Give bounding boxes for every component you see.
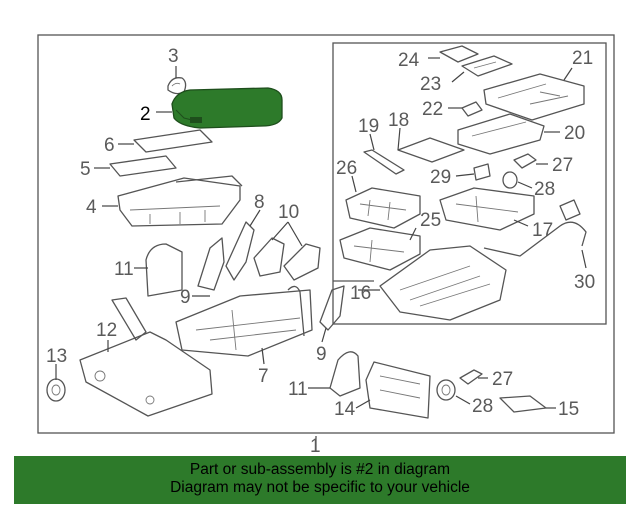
part-20-plate xyxy=(457,113,545,155)
part-27-upper-clip xyxy=(513,153,537,169)
callout-2: 2 xyxy=(140,104,151,125)
leader-lines xyxy=(55,57,587,452)
callout-7: 7 xyxy=(258,366,269,387)
part-11-lower-bracket xyxy=(329,351,361,397)
callout-10: 10 xyxy=(278,202,299,223)
part-12-base xyxy=(79,297,213,417)
callout-6: 6 xyxy=(104,135,115,156)
callout-27-lower: 27 xyxy=(492,369,513,390)
info-banner: Part or sub-assembly is #2 in diagram Di… xyxy=(14,456,626,504)
part-14-panel xyxy=(365,361,431,419)
callout-18: 18 xyxy=(388,110,409,131)
callout-11-lower: 11 xyxy=(288,379,308,400)
callout-14: 14 xyxy=(334,399,356,420)
callout-4: 4 xyxy=(86,197,97,218)
callout-20: 20 xyxy=(564,123,585,144)
part-21-lid-frame xyxy=(483,73,585,121)
part-11-bracket xyxy=(145,243,183,297)
part-5-mat xyxy=(109,155,177,177)
part-24-mat xyxy=(439,45,479,63)
callout-11-upper: 11 xyxy=(114,259,134,280)
callout-28-lower: 28 xyxy=(472,396,493,417)
callout-12: 12 xyxy=(96,320,117,341)
part-6-pad xyxy=(133,129,213,153)
part-8-bracket xyxy=(225,221,255,281)
callout-27-upper: 27 xyxy=(552,155,573,176)
banner-line-1: Part or sub-assembly is #2 in diagram xyxy=(189,461,451,478)
part-10-bracket-left xyxy=(253,237,285,277)
part-28-upper-ring xyxy=(502,171,518,189)
callout-30: 30 xyxy=(574,272,595,293)
callout-24: 24 xyxy=(398,50,420,71)
part-9-lower-bracket xyxy=(319,285,345,331)
part-27-lower-clip xyxy=(459,369,483,385)
part-4-bin xyxy=(117,175,243,227)
callout-23: 23 xyxy=(420,74,441,95)
part-15-tray xyxy=(499,395,547,413)
part-28-lower-ring xyxy=(436,379,456,401)
part-23-insert xyxy=(461,55,513,77)
part-10-bracket-right xyxy=(283,243,321,281)
callout-16: 16 xyxy=(350,283,371,304)
callout-8: 8 xyxy=(254,192,265,213)
part-26-tray xyxy=(345,187,421,229)
callout-25: 25 xyxy=(420,210,441,231)
part-25-tray xyxy=(339,227,421,271)
highlighted-part-2 xyxy=(171,87,283,129)
callout-21: 21 xyxy=(572,48,593,69)
callout-29: 29 xyxy=(430,167,451,188)
part-17-bin xyxy=(439,187,535,231)
part-13-knob xyxy=(46,378,66,402)
part-7-frame xyxy=(175,285,313,357)
callout-1: 1 xyxy=(310,436,321,457)
part-3-cap xyxy=(167,77,187,95)
part-16-housing xyxy=(379,245,507,321)
part-9-bracket xyxy=(197,237,225,291)
callout-9-lower: 9 xyxy=(316,344,327,365)
callout-17: 17 xyxy=(532,220,553,241)
callout-28-upper: 28 xyxy=(534,179,555,200)
callout-19: 19 xyxy=(358,116,379,137)
callout-15: 15 xyxy=(558,399,579,420)
callout-22: 22 xyxy=(422,99,443,120)
outer-frame xyxy=(37,34,615,434)
callout-13: 13 xyxy=(46,346,67,367)
part-2-lid xyxy=(171,87,283,129)
part-22-latch xyxy=(461,101,483,117)
callout-3: 3 xyxy=(168,46,179,67)
part-19-strip xyxy=(363,149,405,175)
banner-line-2: Diagram may not be specific to your vehi… xyxy=(170,479,470,496)
callout-labels: 3 2 6 5 4 8 10 11 9 7 9 12 13 11 14 27 2… xyxy=(46,46,595,457)
part-30-harness xyxy=(483,199,587,257)
inner-frame xyxy=(332,42,607,325)
callout-9-upper: 9 xyxy=(180,287,191,308)
callout-26: 26 xyxy=(336,158,357,179)
part-18-mat xyxy=(397,137,465,163)
callout-5: 5 xyxy=(80,159,91,180)
part-29-switch xyxy=(473,163,491,181)
